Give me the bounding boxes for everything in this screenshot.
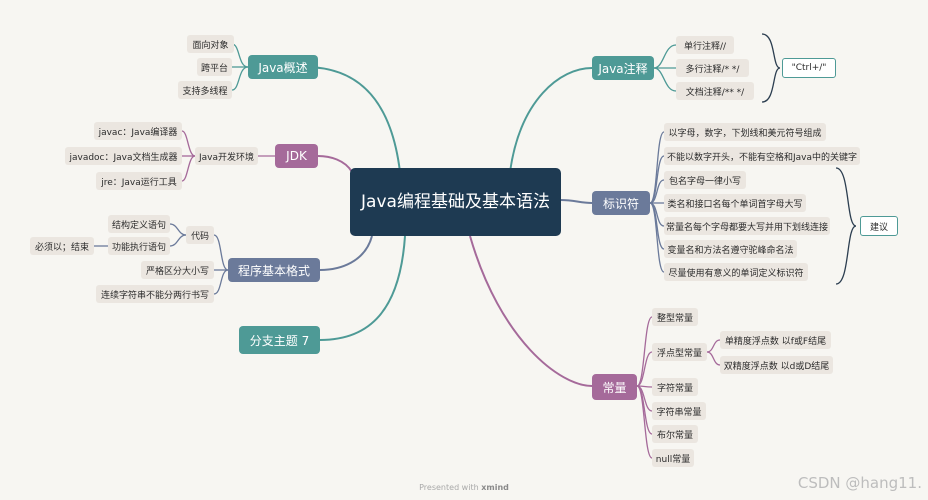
topic-java-overview-label: Java概述 — [258, 60, 308, 75]
link-comments — [509, 67, 593, 173]
format-case-sensitive[interactable]: 严格区分大小写 — [141, 261, 214, 279]
comment-doc[interactable]: 文档注释/** */ — [676, 82, 754, 100]
identifier-constant-uppercase[interactable]: 常量名每个字母都要大写并用下划线连接 — [664, 217, 830, 235]
footer-presented-text: Presented with — [419, 483, 479, 492]
overview-item-oop[interactable]: 面向对象 — [187, 35, 234, 53]
constant-null[interactable]: null常量 — [652, 449, 694, 467]
identifier-rule-chars[interactable]: 以字母，数字，下划线和美元符号组成 — [664, 123, 826, 141]
link-constants — [469, 235, 593, 387]
float-single[interactable]: 单精度浮点数 以f或F结尾 — [720, 331, 831, 349]
topic-comments[interactable]: Java注释 — [592, 56, 654, 80]
comment-shortcut[interactable]: "Ctrl+/" — [782, 58, 836, 78]
topic-identifiers[interactable]: 标识符 — [592, 191, 650, 215]
overview-item-multithread[interactable]: 支持多线程 — [178, 81, 232, 99]
topic-java-overview[interactable]: Java概述 — [248, 55, 318, 79]
identifier-package-lowercase[interactable]: 包名字母一律小写 — [664, 171, 746, 189]
topic-constants-label: 常量 — [602, 380, 627, 395]
watermark: CSDN @hang11. — [797, 474, 922, 492]
format-must-end-semicolon[interactable]: 必须以；结束 — [30, 237, 94, 255]
constant-boolean[interactable]: 布尔常量 — [652, 425, 698, 443]
identifier-class-capitalize[interactable]: 类名和接口名每个单词首字母大写 — [664, 194, 806, 212]
constant-integer[interactable]: 整型常量 — [652, 308, 698, 326]
link-format — [319, 235, 373, 271]
topic-basic-format[interactable]: 程序基本格式 — [228, 258, 320, 282]
comment-single-line[interactable]: 单行注释// — [676, 36, 734, 54]
link-overview — [304, 66, 401, 173]
topic-branch-7-label: 分支主题 7 — [249, 333, 310, 348]
central-topic[interactable]: Java编程基础及基本语法 — [350, 168, 561, 236]
comment-multi-line[interactable]: 多行注释/* */ — [676, 59, 749, 77]
identifier-suggest[interactable]: 建议 — [860, 216, 898, 236]
constant-float[interactable]: 浮点型常量 — [652, 343, 707, 361]
topic-branch-7[interactable]: 分支主题 7 — [239, 326, 320, 354]
link-branch7 — [319, 235, 406, 341]
identifier-camel-case[interactable]: 变量名和方法名遵守驼峰命名法 — [664, 240, 797, 258]
topic-comments-label: Java注释 — [598, 61, 648, 76]
identifier-meaningful[interactable]: 尽量使用有意义的单词定义标识符 — [664, 263, 808, 281]
topic-basic-format-label: 程序基本格式 — [237, 263, 310, 278]
format-code-execution[interactable]: 功能执行语句 — [108, 237, 170, 255]
format-code-structure[interactable]: 结构定义语句 — [108, 215, 170, 233]
central-topic-label: Java编程基础及基本语法 — [361, 192, 550, 212]
footer-brand: xmind — [481, 483, 509, 492]
jdk-env[interactable]: Java开发环境 — [195, 147, 258, 165]
format-no-split-strings[interactable]: 连续字符串不能分两行书写 — [96, 285, 214, 303]
identifier-rule-no-digit-start[interactable]: 不能以数字开头，不能有空格和Java中的关键字 — [664, 147, 860, 165]
topic-jdk-label: JDK — [286, 149, 307, 163]
float-double[interactable]: 双精度浮点数 以d或D结尾 — [720, 356, 833, 374]
jdk-item-javac[interactable]: javac：Java编译器 — [94, 122, 182, 140]
topic-constants[interactable]: 常量 — [592, 374, 637, 400]
topic-jdk[interactable]: JDK — [275, 144, 318, 168]
footer-credit: Presented with xmind — [0, 483, 928, 492]
overview-item-cross-platform[interactable]: 跨平台 — [197, 58, 232, 76]
constant-string[interactable]: 字符串常量 — [652, 402, 706, 420]
link-identifiers — [559, 199, 593, 204]
topic-identifiers-label: 标识符 — [602, 196, 639, 211]
link-jdk — [317, 155, 353, 173]
format-code[interactable]: 代码 — [186, 226, 214, 244]
jdk-item-javadoc[interactable]: javadoc：Java文档生成器 — [65, 147, 182, 165]
constant-char[interactable]: 字符常量 — [652, 378, 698, 396]
jdk-item-jre[interactable]: jre：Java运行工具 — [96, 172, 182, 190]
